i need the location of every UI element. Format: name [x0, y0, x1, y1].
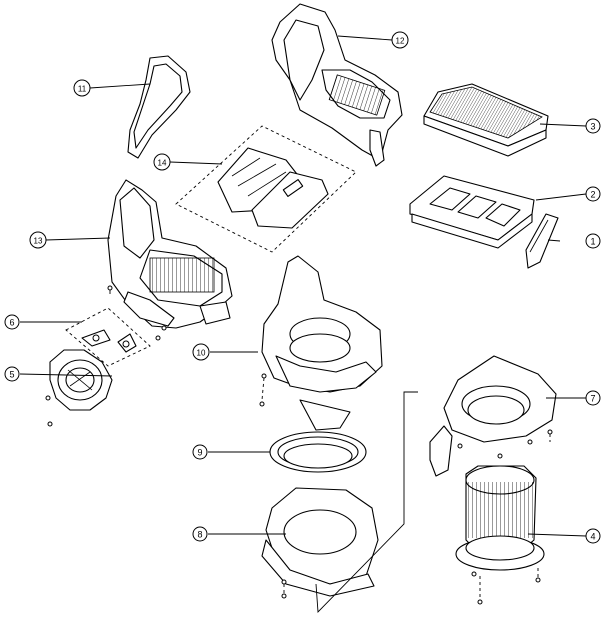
- part-9-seal-ring: [269, 399, 367, 473]
- callout-6-label: 6: [9, 318, 14, 328]
- callout-7: 7: [585, 390, 601, 406]
- callout-4: 4: [585, 528, 601, 544]
- part-14-door-assembly: [175, 125, 357, 253]
- part-3-air-filter: [423, 83, 549, 157]
- part-11-seal-gasket: [127, 55, 191, 159]
- callout-5: 5: [4, 366, 20, 382]
- callout-10-label: 10: [197, 349, 206, 358]
- callout-12: 12: [391, 31, 409, 49]
- assembly-guide-lines: [315, 391, 418, 614]
- part-6-actuator-group: [65, 307, 151, 367]
- callout-1: 1: [585, 233, 601, 249]
- part-12-upper-duct: [271, 3, 403, 167]
- callout-2: 2: [585, 186, 601, 202]
- callout-8: 8: [192, 526, 208, 542]
- callout-12-label: 12: [396, 37, 405, 46]
- part-2-filter-frame: [409, 175, 535, 249]
- callout-11: 11: [73, 79, 91, 97]
- callout-8-label: 8: [197, 530, 202, 540]
- part-7-blower-mount: [429, 355, 557, 477]
- part-5-scroll-cover: [45, 349, 113, 427]
- callout-3: 3: [585, 118, 601, 134]
- callout-13: 13: [29, 231, 47, 249]
- callout-4-label: 4: [590, 532, 595, 542]
- callout-6: 6: [4, 314, 20, 330]
- callout-13-label: 13: [34, 237, 43, 246]
- callout-11-label: 11: [78, 85, 87, 94]
- callout-9: 9: [192, 444, 208, 460]
- callout-14: 14: [153, 153, 171, 171]
- callout-1-label: 1: [590, 237, 595, 247]
- part-10-blower-housing: [259, 255, 383, 407]
- part-8-lower-case: [261, 487, 379, 599]
- callout-14-label: 14: [158, 159, 167, 168]
- part-4-blower-motor: [455, 465, 545, 605]
- leader-lines: [19, 35, 587, 537]
- callout-7-label: 7: [590, 394, 595, 404]
- part-13-main-housing: [107, 179, 233, 341]
- callout-9-label: 9: [197, 448, 202, 458]
- callout-10: 10: [192, 343, 210, 361]
- callout-2-label: 2: [590, 190, 595, 200]
- callout-3-label: 3: [590, 122, 595, 132]
- callout-5-label: 5: [9, 370, 14, 380]
